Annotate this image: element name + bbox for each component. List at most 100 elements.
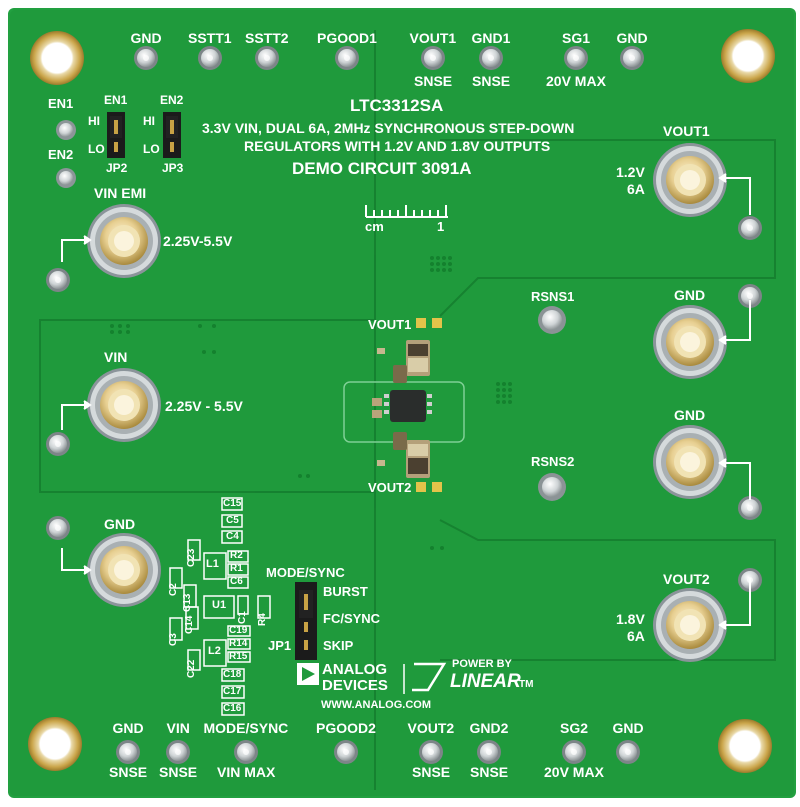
component-ref-label: C15 <box>223 498 242 509</box>
banana-jacks <box>87 143 727 662</box>
component-ref-label: R4 <box>257 613 268 626</box>
bottom-test-posts <box>116 740 640 764</box>
top-terminal-label: VOUT1 <box>409 30 457 46</box>
analog-devices-logo-mark <box>297 663 319 685</box>
component-ref-label: C22 <box>186 659 197 678</box>
bottom-terminal-sublabel: SNSE <box>159 764 198 780</box>
top-terminal-label: PGOOD1 <box>317 30 377 46</box>
gnd-b-jack <box>653 425 727 499</box>
jumper-headers <box>107 112 317 660</box>
vout2-current-label: 6A <box>627 628 645 644</box>
left-gnd-label: GND <box>104 516 136 532</box>
component-ref-label: C16 <box>223 703 242 714</box>
analog-logo-line2: DEVICES <box>322 677 388 694</box>
rsns2-label: RSNS2 <box>531 454 575 469</box>
jp2-name-label: JP2 <box>106 161 128 175</box>
vias <box>110 256 512 550</box>
linear-logo-mark <box>412 662 447 692</box>
component-ref-label: C18 <box>223 669 242 680</box>
board-description-line1: 3.3V VIN, DUAL 6A, 2MHz SYNCHRONOUS STEP… <box>202 120 575 136</box>
component-ref-label: C19 <box>229 625 248 636</box>
top-terminal-sublabel: 20V MAX <box>546 73 606 89</box>
component-ref-label: C2 <box>168 583 179 596</box>
analog-logo-line1: ANALOG <box>322 661 387 678</box>
vin-emi-label: VIN EMI <box>94 185 147 201</box>
skip-label: SKIP <box>323 638 354 653</box>
gnd-b-label: GND <box>674 407 706 423</box>
ruler-mark-label: 1 <box>437 219 445 234</box>
bottom-terminal-post <box>166 740 190 764</box>
bottom-terminal-label: GND2 <box>469 720 509 736</box>
smd-outlines <box>169 497 271 716</box>
side-terminal-post <box>738 216 762 240</box>
top-terminal-label: GND <box>130 30 162 46</box>
bottom-terminal-label: VIN <box>166 720 190 736</box>
jp2-lo-label: LO <box>88 142 105 156</box>
jp3-top-label: EN2 <box>160 93 184 107</box>
fc-sync-label: FC/SYNC <box>323 611 381 626</box>
gnd-a-jack <box>653 305 727 379</box>
component-ref-label: C13 <box>182 593 193 612</box>
component-ref-label: R15 <box>229 651 248 662</box>
component-ref-label: C14 <box>184 615 195 634</box>
mount-holes <box>28 29 775 773</box>
vin-label: VIN <box>104 349 128 365</box>
top-test-posts <box>134 46 644 70</box>
en-posts <box>56 120 76 188</box>
linear-logo-text: LINEAR <box>450 671 521 692</box>
board-description-line2: REGULATORS WITH 1.2V AND 1.8V OUTPUTS <box>244 138 551 154</box>
rsns-posts <box>538 306 566 501</box>
side-terminal-post <box>46 432 70 456</box>
bottom-terminal-sublabel: 20V MAX <box>544 764 604 780</box>
en2-label: EN2 <box>48 147 74 162</box>
ruler <box>365 205 448 218</box>
jp3-hi-label: HI <box>143 114 155 128</box>
vin-emi-range-label: 2.25V-5.5V <box>163 233 233 249</box>
top-terminal-label: GND <box>616 30 648 46</box>
demo-circuit-title: DEMO CIRCUIT 3091A <box>292 159 472 178</box>
bottom-terminal-post <box>234 740 258 764</box>
gnd-a-label: GND <box>674 287 706 303</box>
jack-arrows <box>61 173 751 630</box>
component-ref-label: R14 <box>229 638 248 649</box>
vout1-voltage-label: 1.2V <box>616 164 645 180</box>
bottom-terminal-post <box>477 740 501 764</box>
top-terminal-post <box>421 46 445 70</box>
ruler-unit-label: cm <box>365 219 384 234</box>
vout2-jack <box>653 588 727 662</box>
power-stage <box>343 318 465 492</box>
bottom-terminal-post <box>116 740 140 764</box>
component-ref-label: L2 <box>208 645 221 657</box>
bottom-terminal-label: MODE/SYNC <box>203 720 289 736</box>
linear-tm-label: TM <box>519 679 534 690</box>
component-ref-label: C3 <box>168 633 179 646</box>
bottom-terminal-sublabel: VIN MAX <box>217 764 276 780</box>
top-terminal-sublabel: SNSE <box>472 73 511 89</box>
top-terminal-post <box>134 46 158 70</box>
top-terminal-post <box>564 46 588 70</box>
bottom-terminal-sublabel: SNSE <box>412 764 451 780</box>
side-terminal-post <box>738 496 762 520</box>
bottom-terminal-post <box>562 740 586 764</box>
jp3-lo-label: LO <box>143 142 160 156</box>
component-ref-label: C4 <box>226 531 239 542</box>
bottom-terminal-post <box>616 740 640 764</box>
bottom-terminal-post <box>334 740 358 764</box>
jp1-label: JP1 <box>268 638 292 653</box>
jp2-top-label: EN1 <box>104 93 128 107</box>
side-terminal-post <box>738 284 762 308</box>
vout1-current-label: 6A <box>627 181 645 197</box>
jp2-hi-label: HI <box>88 114 100 128</box>
bottom-terminal-post <box>419 740 443 764</box>
bottom-terminal-label: VOUT2 <box>407 720 455 736</box>
vout1-label: VOUT1 <box>663 123 710 139</box>
bottom-terminal-sublabel: SNSE <box>109 764 148 780</box>
top-terminal-label: GND1 <box>471 30 511 46</box>
top-terminal-sublabel: SNSE <box>414 73 453 89</box>
component-ref-label: C23 <box>186 548 197 567</box>
rsns1-label: RSNS1 <box>531 289 575 304</box>
vout1-testpoint-label: VOUT1 <box>368 317 412 332</box>
component-ref-label: R2 <box>230 550 243 561</box>
